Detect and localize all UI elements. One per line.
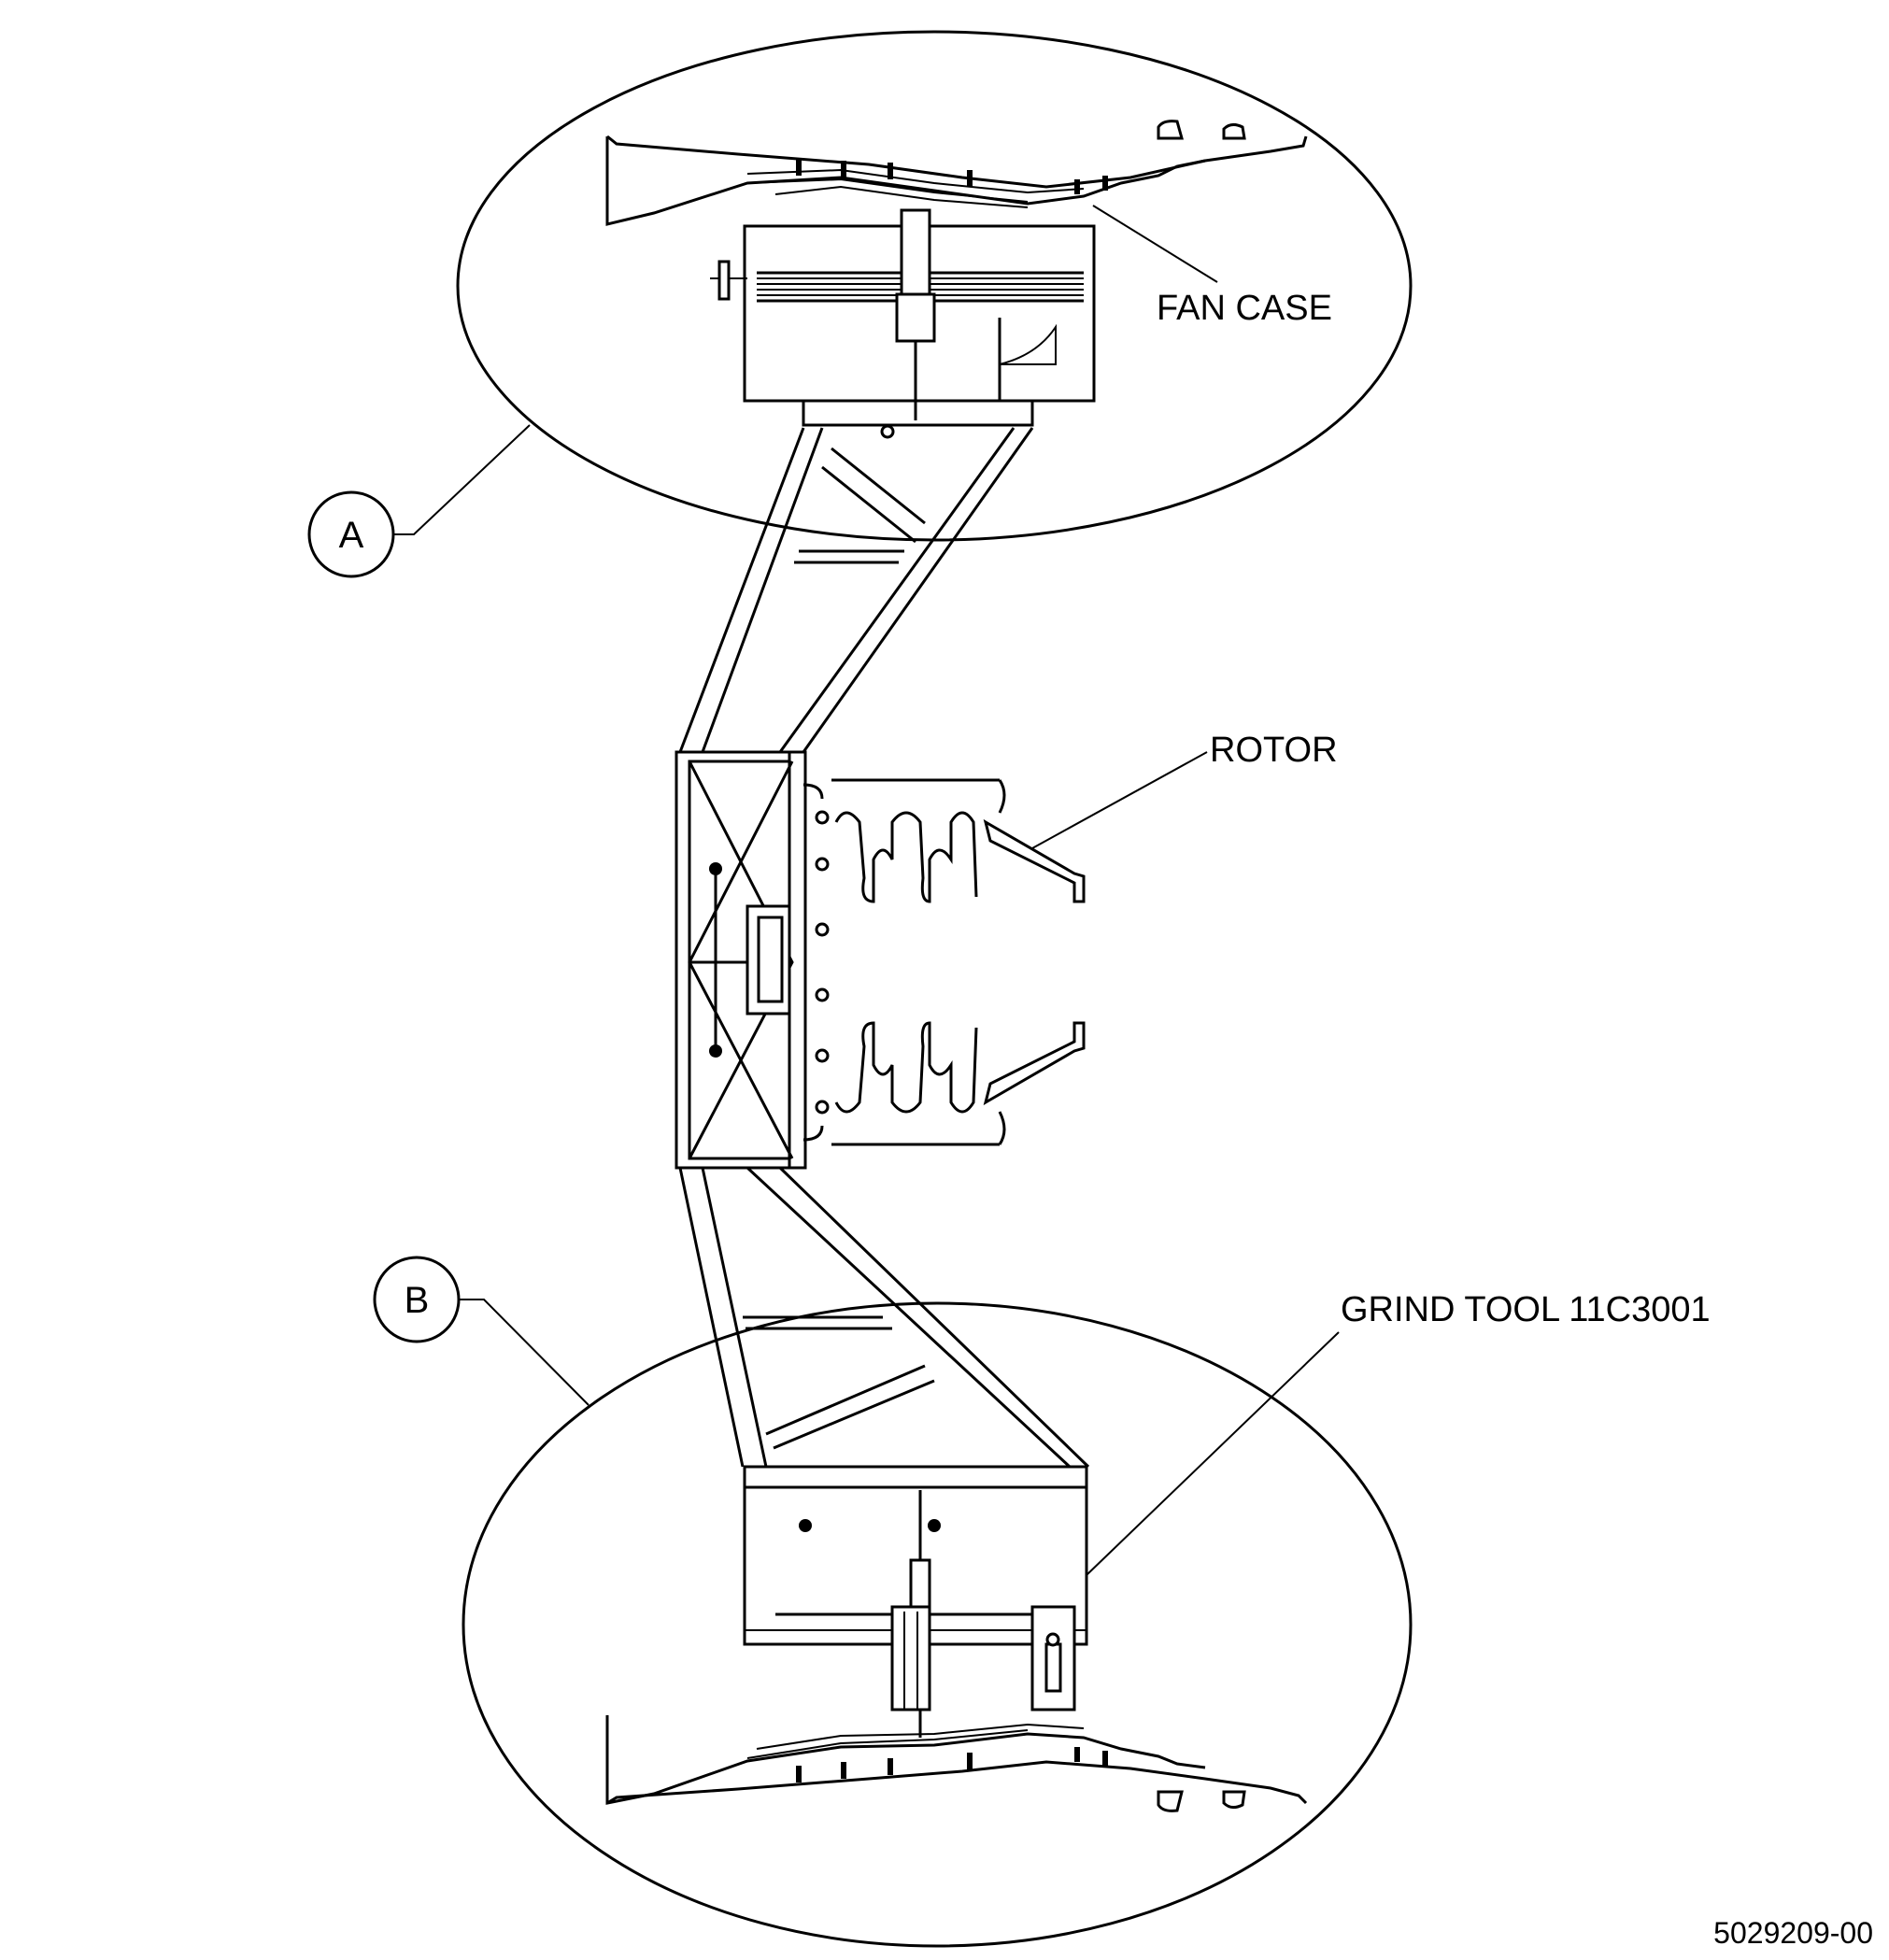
callout-a-label: A	[339, 515, 364, 556]
drawing-number: 5029209-00	[1713, 1916, 1873, 1950]
fan-case-lower	[605, 1715, 1308, 1812]
fan-case-leader	[1092, 205, 1218, 283]
fan-case-label: FAN CASE	[1157, 289, 1332, 328]
grind-tool-label: GRIND TOOL 11C3001	[1341, 1290, 1711, 1329]
rotor-leader	[1031, 751, 1208, 849]
detail-b-ellipse	[462, 1301, 1413, 1948]
grind-tool-leader	[1086, 1331, 1340, 1576]
callout-b-label: B	[405, 1280, 430, 1321]
fixture-frame	[675, 427, 1090, 1469]
fan-case-upper	[605, 120, 1308, 226]
upper-fixture	[710, 208, 1096, 439]
grind-tool-fixture	[743, 1465, 1088, 1738]
rotor	[802, 778, 1086, 1146]
callout-a-leader	[392, 424, 531, 535]
callout-b-bubble	[373, 1256, 461, 1343]
callout-b-leader	[458, 1299, 589, 1406]
rotor-label: ROTOR	[1210, 731, 1338, 770]
callout-a-bubble	[307, 490, 395, 578]
